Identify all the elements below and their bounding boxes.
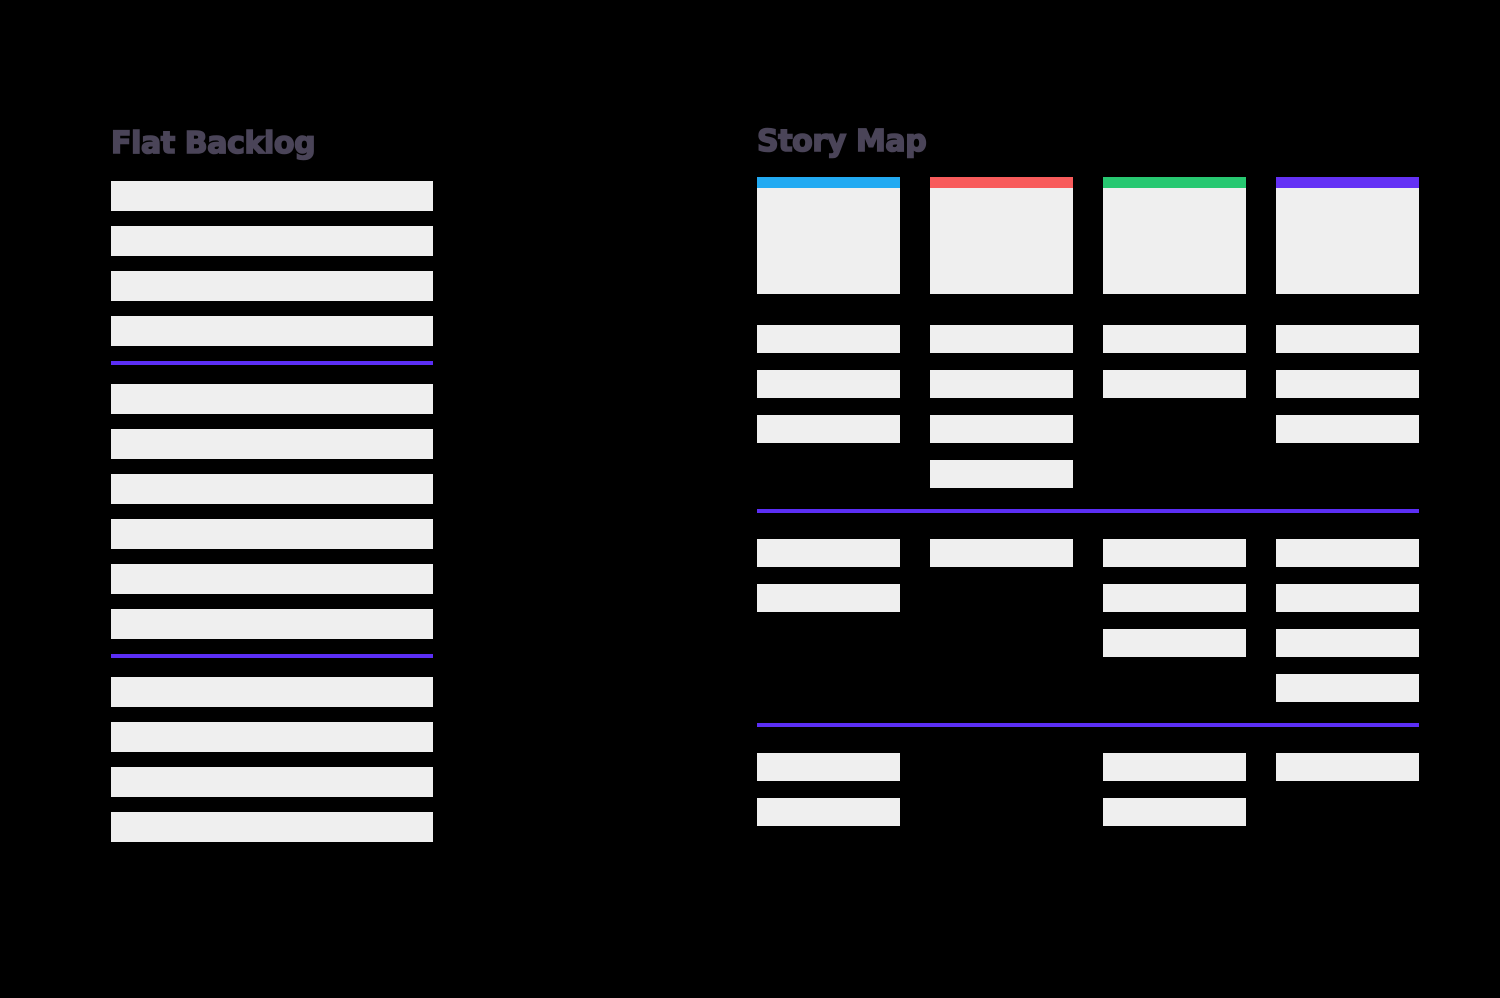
story-card[interactable] [1103, 798, 1246, 826]
story-card[interactable] [1103, 370, 1246, 398]
backlog-item[interactable] [111, 429, 433, 459]
backlog-group-divider [111, 361, 433, 365]
release-column [1276, 753, 1419, 843]
backlog-group-divider [111, 654, 433, 658]
story-card[interactable] [930, 370, 1073, 398]
release-column [930, 539, 1073, 719]
story-card[interactable] [1276, 415, 1419, 443]
backlog-item[interactable] [111, 519, 433, 549]
epic-card[interactable] [1103, 177, 1246, 294]
story-card[interactable] [757, 325, 900, 353]
release-column [1103, 539, 1246, 719]
page-title-story-map: Story Map [756, 123, 927, 160]
release-column [757, 753, 900, 843]
release-column [930, 325, 1073, 505]
story-card[interactable] [757, 584, 900, 612]
release-column [757, 539, 900, 719]
epic-card[interactable] [757, 177, 900, 294]
story-card[interactable] [930, 325, 1073, 353]
release-column [930, 753, 1073, 843]
story-card[interactable] [757, 539, 900, 567]
release-band [757, 753, 1419, 843]
backlog-item[interactable] [111, 271, 433, 301]
story-card[interactable] [757, 415, 900, 443]
story-card[interactable] [930, 415, 1073, 443]
story-card[interactable] [1276, 674, 1419, 702]
story-card[interactable] [757, 753, 900, 781]
backlog-item[interactable] [111, 767, 433, 797]
epic-card-row [757, 177, 1419, 294]
backlog-item[interactable] [111, 226, 433, 256]
backlog-item[interactable] [111, 564, 433, 594]
release-column [1276, 325, 1419, 505]
epic-card[interactable] [1276, 177, 1419, 294]
release-divider [757, 723, 1419, 727]
story-map-board [757, 177, 1419, 843]
release-column [1103, 753, 1246, 843]
release-column [1103, 325, 1246, 505]
epic-accent-bar [930, 177, 1073, 188]
release-band [757, 325, 1419, 505]
backlog-group [111, 677, 433, 842]
story-card[interactable] [1276, 753, 1419, 781]
story-card[interactable] [1103, 539, 1246, 567]
release-column [1276, 539, 1419, 719]
epic-accent-bar [757, 177, 900, 188]
release-band [757, 539, 1419, 719]
backlog-item[interactable] [111, 384, 433, 414]
story-card[interactable] [1103, 753, 1246, 781]
story-card[interactable] [1103, 629, 1246, 657]
story-card[interactable] [1276, 584, 1419, 612]
backlog-group [111, 384, 433, 639]
backlog-item[interactable] [111, 474, 433, 504]
story-card[interactable] [1276, 629, 1419, 657]
story-card[interactable] [930, 539, 1073, 567]
story-card[interactable] [1103, 325, 1246, 353]
backlog-item[interactable] [111, 812, 433, 842]
story-card[interactable] [1276, 370, 1419, 398]
story-card[interactable] [757, 798, 900, 826]
story-card[interactable] [1276, 539, 1419, 567]
backlog-item[interactable] [111, 677, 433, 707]
story-card[interactable] [930, 460, 1073, 488]
story-card[interactable] [1276, 325, 1419, 353]
backlog-item[interactable] [111, 181, 433, 211]
backlog-group [111, 181, 433, 346]
epic-card[interactable] [930, 177, 1073, 294]
story-card[interactable] [1103, 584, 1246, 612]
story-card[interactable] [757, 370, 900, 398]
backlog-item[interactable] [111, 609, 433, 639]
epic-accent-bar [1276, 177, 1419, 188]
backlog-item[interactable] [111, 316, 433, 346]
release-column [757, 325, 900, 505]
flat-backlog-list [111, 181, 433, 857]
backlog-item[interactable] [111, 722, 433, 752]
epic-accent-bar [1103, 177, 1246, 188]
release-divider [757, 509, 1419, 513]
page-title-flat-backlog: Flat Backlog [110, 125, 316, 162]
